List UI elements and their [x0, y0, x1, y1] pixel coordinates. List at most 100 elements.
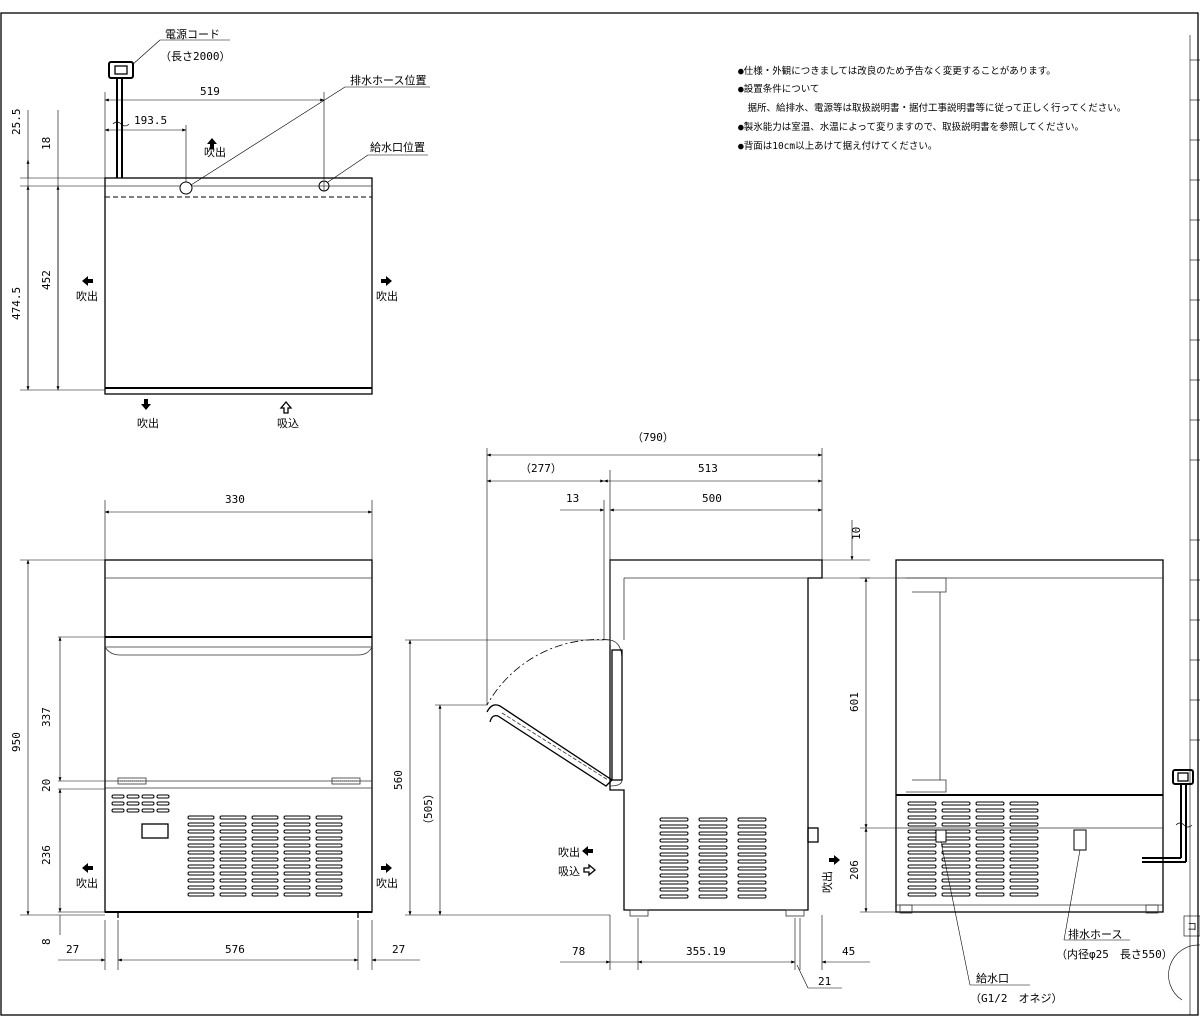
vent-slot	[698, 824, 728, 829]
vent-slot	[975, 801, 1005, 806]
dim-25-5: 25.5	[10, 109, 23, 136]
vent-slot	[187, 857, 215, 862]
vent-slot	[315, 885, 343, 890]
vent-slot	[975, 822, 1005, 827]
top-view: 電源コード （長さ2000） 排水ホース位置 給水口位置 519 193.5 吹…	[10, 27, 430, 430]
vent-slot	[659, 873, 689, 878]
vent-slot	[141, 801, 155, 806]
vent-slot	[251, 850, 279, 855]
vent-slot	[698, 831, 728, 836]
note-line: ●製氷能力は室温、水温によって変りますので、取扱説明書を参照してください。	[738, 121, 1084, 133]
vent-slot	[283, 836, 311, 841]
vent-slot	[1009, 815, 1039, 820]
vent-slot	[283, 815, 311, 820]
note-line: 据所、給排水、電源等は取扱説明書・据付工事説明書等に従って正しく行ってください。	[738, 102, 1126, 114]
dim-337: 337	[40, 707, 53, 727]
vent-slot	[111, 801, 125, 806]
vent-slot	[219, 857, 247, 862]
front-small-vents	[111, 794, 170, 813]
dim-355-19: 355.19	[686, 945, 726, 958]
vent-slot	[219, 871, 247, 876]
vent-slot	[187, 885, 215, 890]
rear-body	[895, 559, 1164, 913]
vent-slot	[187, 850, 215, 855]
vent-slot	[251, 843, 279, 848]
vent-slot	[907, 822, 937, 827]
svg-text:コ: コ	[1187, 922, 1197, 933]
label-exhaust-side: 吹出	[558, 845, 580, 859]
vent-slot	[187, 829, 215, 834]
vent-slot	[698, 852, 728, 857]
front-body	[104, 559, 373, 913]
vent-slot	[219, 829, 247, 834]
vent-slot	[907, 885, 937, 890]
label-cord-length: （長さ2000）	[160, 50, 231, 63]
vent-slot	[698, 880, 728, 885]
vent-slot	[975, 815, 1005, 820]
vent-slot	[907, 836, 937, 841]
exhaust-arrow-left	[582, 846, 593, 856]
vent-slot	[659, 894, 689, 899]
label-exhaust-top: 吹出	[204, 145, 226, 159]
rear-view: 601 206 排水ホース （内径φ25 長さ550） 給水口 （G1/2 オネ…	[848, 559, 1194, 1005]
label-power-cord: 電源コード	[165, 27, 220, 41]
vent-slot	[315, 829, 343, 834]
title-block-edge: コ	[1168, 35, 1200, 1015]
vent-slot	[156, 794, 170, 799]
vent-slot	[659, 824, 689, 829]
vent-slot	[737, 873, 767, 878]
exhaust-arrow-left	[82, 276, 93, 286]
label-exhaust-right: 吹出	[376, 289, 398, 303]
vent-slot	[659, 852, 689, 857]
vent-slot	[1009, 864, 1039, 869]
exhaust-arrow-right	[381, 863, 392, 873]
vent-slot	[907, 829, 937, 834]
vent-slot	[187, 843, 215, 848]
dim-193-5: 193.5	[134, 114, 167, 127]
power-cord-plug-rear	[1142, 769, 1194, 863]
vent-slot	[975, 829, 1005, 834]
drawing-frame	[0, 12, 1199, 1016]
dim-474-5: 474.5	[10, 287, 23, 320]
vent-slot	[737, 866, 767, 871]
vent-slot	[251, 829, 279, 834]
vent-slot	[975, 857, 1005, 862]
vent-slot	[187, 892, 215, 897]
vent-slot	[737, 845, 767, 850]
vent-slot	[315, 843, 343, 848]
dim-18: 18	[40, 137, 53, 150]
dim-10: 10	[850, 527, 863, 540]
vent-slot	[941, 878, 971, 883]
vent-slot	[126, 801, 140, 806]
vent-slot	[1009, 808, 1039, 813]
vent-slot	[156, 801, 170, 806]
label-intake-bottom: 吸込	[277, 417, 299, 430]
vent-slot	[941, 843, 971, 848]
vent-slot	[737, 817, 767, 822]
vent-slot	[1009, 892, 1039, 897]
vent-slot	[283, 878, 311, 883]
label-intake-side: 吸込	[558, 865, 580, 878]
exhaust-arrow-left	[82, 863, 93, 873]
vent-slot	[283, 850, 311, 855]
exhaust-arrow-right	[829, 855, 840, 865]
vent-slot	[659, 831, 689, 836]
vent-slot	[941, 857, 971, 862]
label-exhaust-front-right: 吹出	[376, 876, 398, 890]
vent-slot	[698, 845, 728, 850]
vent-slot	[975, 843, 1005, 848]
vent-slot	[907, 871, 937, 876]
vent-slot	[737, 880, 767, 885]
vent-slot	[941, 808, 971, 813]
dim-505: （505）	[422, 788, 435, 830]
vent-slot	[187, 871, 215, 876]
vent-slot	[941, 822, 971, 827]
front-vent-grille	[187, 815, 343, 897]
vent-slot	[698, 887, 728, 892]
vent-slot	[941, 892, 971, 897]
vent-slot	[907, 843, 937, 848]
dim-206: 206	[848, 860, 861, 880]
vent-slot	[315, 815, 343, 820]
vent-slot	[698, 873, 728, 878]
vent-slot	[283, 871, 311, 876]
